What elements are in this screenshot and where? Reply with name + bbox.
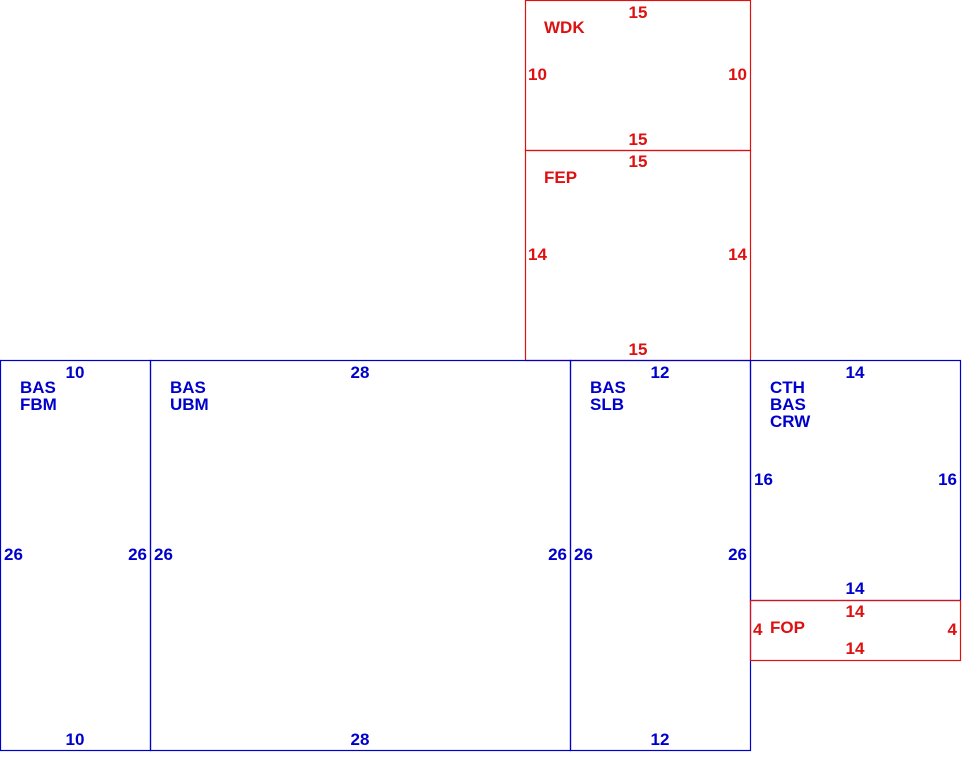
area-fop xyxy=(749,599,962,662)
area-slb-dim-bottom: 12 xyxy=(651,730,670,749)
area-crw-dim-left: 16 xyxy=(754,470,773,489)
area-fop-dim-right: 4 xyxy=(948,620,958,639)
area-slb-label-1: BAS xyxy=(590,378,626,397)
area-wdk-dim-bottom: 15 xyxy=(629,130,648,149)
area-crw-label-2: BAS xyxy=(770,395,806,414)
area-fop-dim-left: 4 xyxy=(753,620,763,639)
area-slb-dim-left: 26 xyxy=(574,545,593,564)
area-fop-outline xyxy=(749,599,962,662)
area-crw-label-3: CRW xyxy=(770,412,811,431)
area-fep-dim-top: 15 xyxy=(629,152,648,171)
area-ubm-label-1: BAS xyxy=(170,378,206,397)
area-ubm-dim-top: 28 xyxy=(351,363,370,382)
area-crw-dim-bottom: 14 xyxy=(846,579,865,598)
area-ubm-outline xyxy=(149,359,572,752)
area-crw-dim-right: 16 xyxy=(938,470,957,489)
area-fep-dim-right: 14 xyxy=(728,245,747,264)
area-slb-label-2: SLB xyxy=(590,395,624,414)
area-wdk-dim-left: 10 xyxy=(528,65,547,84)
area-slb-dim-top: 12 xyxy=(651,363,670,382)
area-crw-dim-top: 14 xyxy=(846,363,865,382)
area-wdk-dim-top: 15 xyxy=(629,3,648,22)
area-fbm-dim-left: 26 xyxy=(4,545,23,564)
area-ubm-dim-left: 26 xyxy=(154,545,173,564)
area-fep-label-1: FEP xyxy=(544,168,577,187)
area-fbm-dim-bottom: 10 xyxy=(66,730,85,749)
area-ubm xyxy=(149,359,572,752)
area-fep-dim-left: 14 xyxy=(528,245,547,264)
area-fbm-label-1: BAS xyxy=(20,378,56,397)
area-fbm-dim-top: 10 xyxy=(66,363,85,382)
area-ubm-dim-right: 26 xyxy=(548,545,567,564)
area-wdk-label-1: WDK xyxy=(544,18,585,37)
area-crw-label-1: CTH xyxy=(770,378,805,397)
area-fbm-label-2: FBM xyxy=(20,395,57,414)
area-fep-dim-bottom: 15 xyxy=(629,340,648,359)
area-slb-dim-right: 26 xyxy=(728,545,747,564)
area-wdk-dim-right: 10 xyxy=(728,65,747,84)
area-fop-dim-top: 14 xyxy=(846,602,865,621)
area-fop-dim-bottom: 14 xyxy=(846,639,865,658)
area-slb-outline xyxy=(569,359,752,752)
area-ubm-dim-bottom: 28 xyxy=(351,730,370,749)
area-slb xyxy=(569,359,752,752)
area-fop-label-1: FOP xyxy=(770,618,805,637)
area-fbm-dim-right: 26 xyxy=(128,545,147,564)
area-ubm-label-2: UBM xyxy=(170,395,209,414)
